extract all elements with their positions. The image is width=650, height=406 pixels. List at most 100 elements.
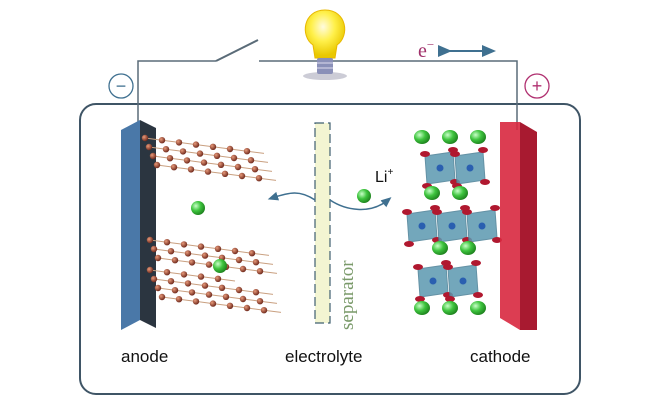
- carbon-atom: [183, 157, 191, 164]
- carbon-atom: [205, 261, 213, 268]
- carbon-atom: [184, 250, 192, 257]
- carbon-atom: [218, 284, 226, 291]
- carbon-atom: [226, 145, 234, 153]
- positive-terminal-icon: +: [524, 73, 550, 99]
- metal-atom: [478, 222, 486, 230]
- carbon-atom: [146, 236, 154, 244]
- electrolyte-label: electrolyte: [285, 347, 362, 366]
- carbon-atom: [163, 269, 171, 276]
- oxygen-atom: [480, 179, 490, 185]
- oxygen-atom: [445, 296, 455, 302]
- carbon-atom: [175, 139, 183, 146]
- lithium-atom: [470, 301, 486, 315]
- battery-case: [79, 103, 581, 395]
- carbon-atom: [226, 302, 234, 309]
- carbon-atom: [170, 164, 178, 171]
- carbon-atom: [247, 157, 255, 164]
- carbon-atom: [209, 300, 217, 307]
- metal-atom: [448, 222, 456, 230]
- oxygen-atom: [420, 151, 430, 157]
- carbon-atom: [163, 239, 171, 246]
- svg-text:−: −: [116, 76, 127, 96]
- carbon-atom: [235, 286, 243, 294]
- carbon-atom: [150, 275, 158, 283]
- lithium-ion-label: Li+: [375, 167, 393, 186]
- carbon-atom: [234, 163, 242, 171]
- lithium-atom: [442, 301, 458, 315]
- carbon-atom: [204, 168, 212, 175]
- intercalated-lithium: [191, 201, 205, 215]
- ion-arrow-to-cathode: [329, 197, 392, 211]
- carbon-atom: [166, 155, 174, 162]
- oxygen-atom: [473, 292, 483, 298]
- carbon-atom: [145, 143, 153, 151]
- carbon-atom: [154, 284, 162, 292]
- anode-plate: [121, 120, 156, 330]
- carbon-atom: [153, 161, 161, 169]
- wire-right: [259, 60, 518, 130]
- carbon-atom: [239, 265, 247, 273]
- oxygen-atom: [415, 296, 425, 302]
- carbon-atom: [179, 148, 187, 155]
- carbon-atom: [243, 304, 251, 312]
- carbon-atom: [180, 271, 188, 278]
- carbon-atom: [238, 172, 246, 180]
- lithium-atom: [414, 301, 430, 315]
- carbon-atom: [167, 248, 175, 255]
- carbon-atom: [175, 296, 183, 303]
- metal-atom: [418, 222, 426, 230]
- carbon-atom: [201, 282, 209, 289]
- lithium-atom: [424, 186, 440, 200]
- carbon-atom: [260, 307, 268, 314]
- carbon-atom: [235, 256, 243, 264]
- carbon-atom: [158, 137, 166, 144]
- carbon-atom: [217, 161, 225, 168]
- oxygen-atom: [450, 151, 460, 157]
- carbon-atom: [192, 298, 200, 305]
- carbon-atom: [192, 141, 200, 148]
- carbon-atom: [209, 143, 217, 150]
- lithium-atom: [442, 130, 458, 144]
- carbon-atom: [230, 154, 238, 162]
- oxygen-atom: [492, 237, 502, 243]
- wire-left: [137, 60, 216, 130]
- negative-terminal-icon: −: [108, 73, 134, 99]
- oxygen-atom: [462, 209, 472, 215]
- carbon-atom: [171, 257, 179, 264]
- lithium-atom: [452, 186, 468, 200]
- oxygen-atom: [478, 147, 488, 153]
- svg-text:+: +: [532, 76, 543, 96]
- carbon-atom: [197, 243, 205, 250]
- oxygen-atom: [443, 264, 453, 270]
- carbon-atom: [214, 245, 222, 252]
- metal-atom: [429, 277, 437, 285]
- graphite-layers: [141, 134, 282, 314]
- carbon-atom: [252, 259, 260, 266]
- carbon-atom: [146, 266, 154, 274]
- cathode-label: cathode: [470, 347, 531, 366]
- carbon-atom: [162, 146, 170, 153]
- carbon-atom: [252, 289, 260, 296]
- lithium-atom: [414, 130, 430, 144]
- carbon-atom: [167, 278, 175, 285]
- carbon-atom: [248, 250, 256, 257]
- carbon-atom: [205, 291, 213, 298]
- separator-label: separator: [337, 260, 358, 330]
- electron-label: e−: [418, 37, 434, 62]
- carbon-atom: [213, 152, 221, 159]
- metal-atom: [436, 164, 444, 172]
- ion-arrow-to-anode: [267, 191, 316, 201]
- carbon-atom: [188, 259, 196, 266]
- oxygen-atom: [490, 205, 500, 211]
- carbon-atom: [150, 245, 158, 253]
- carbon-atom: [158, 293, 166, 301]
- lithium-ion: [357, 189, 371, 203]
- metal-atom: [466, 164, 474, 172]
- lithium-atom: [460, 241, 476, 255]
- carbon-atom: [141, 134, 149, 142]
- cathode-crystal-structure: [402, 130, 502, 315]
- carbon-atom: [255, 175, 263, 182]
- carbon-atom: [149, 152, 157, 160]
- carbon-atom: [256, 268, 264, 275]
